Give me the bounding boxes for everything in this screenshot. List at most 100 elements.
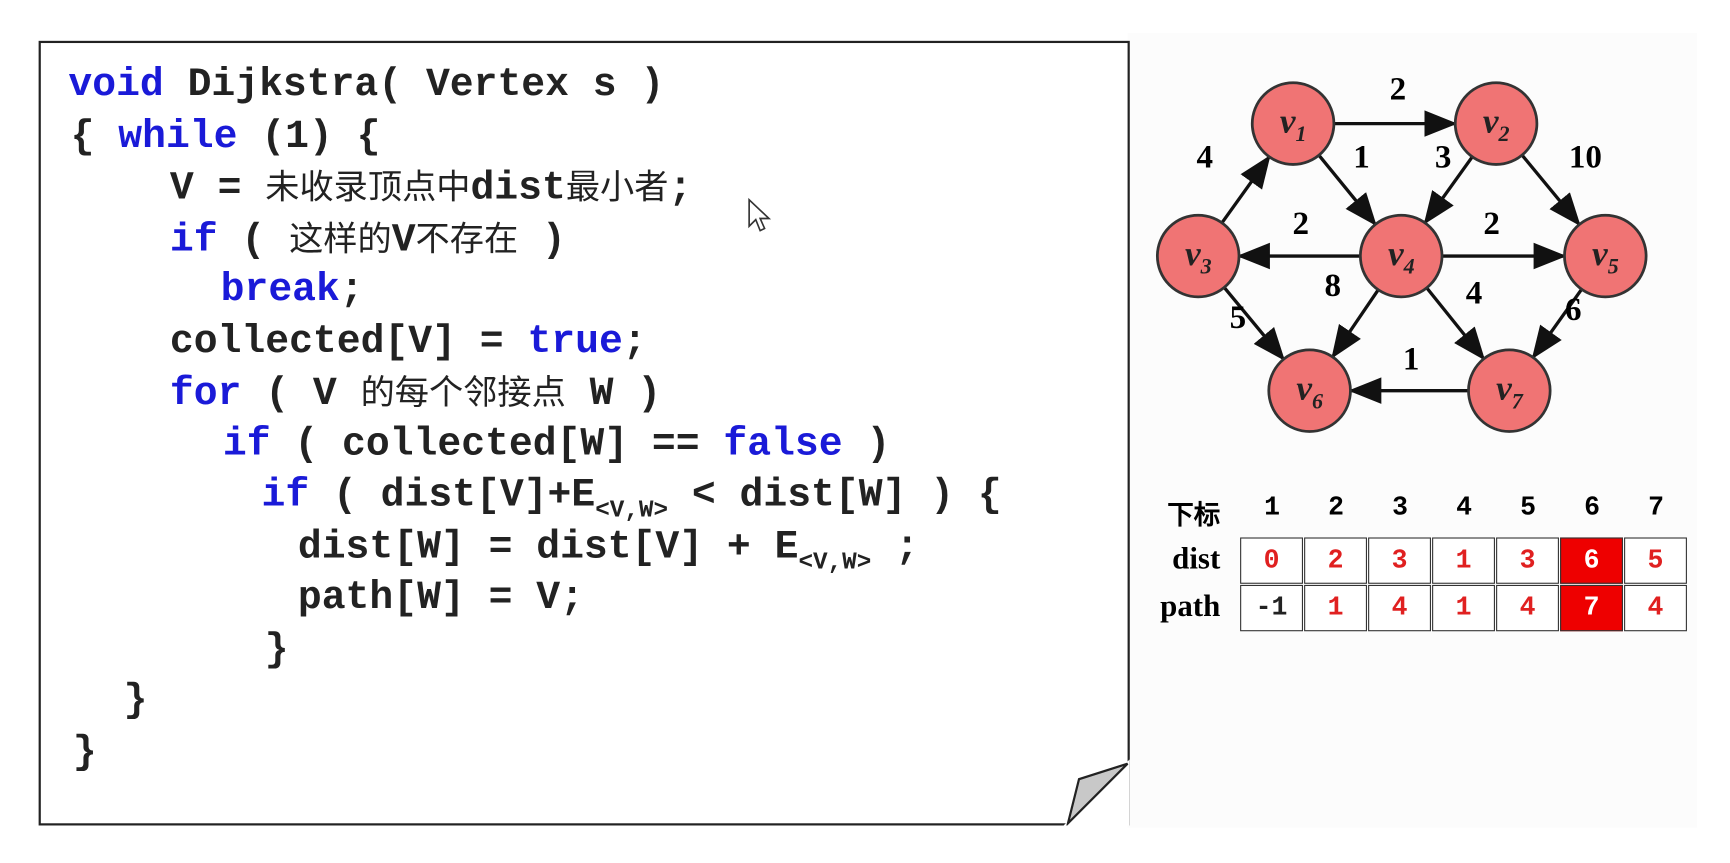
path-cell: -1 (1240, 584, 1303, 632)
path-cell: 4 (1496, 584, 1559, 632)
dist-cell: 5 (1624, 537, 1687, 584)
code-line: V = 未收录顶点中dist最小者; (170, 166, 692, 211)
code-token: ( V (241, 370, 361, 417)
code-token: 未收录顶点中 (265, 167, 471, 208)
code-token: V (391, 216, 416, 263)
index-header: 4 (1456, 493, 1473, 524)
edge-weight: 8 (1325, 268, 1342, 304)
edge-weight: 4 (1197, 140, 1214, 176)
edge-v4-v7 (1425, 286, 1486, 361)
code-line: if ( dist[V]+E<V,W> < dist[W] ) { (261, 473, 1001, 533)
code-token: } (123, 677, 148, 723)
path-cell: 4 (1368, 584, 1431, 632)
code-line: } (73, 729, 97, 774)
dist-cell: 2 (1304, 537, 1367, 584)
code-token: < dist[W] ) { (668, 472, 1002, 518)
vertex-name: v (1185, 234, 1201, 273)
edge-v5-v7 (1531, 288, 1583, 360)
vertex-subscript: 4 (1403, 254, 1415, 279)
vertex-subscript: 2 (1498, 121, 1510, 146)
path-cell: 4 (1624, 584, 1687, 632)
edge-v3-v1 (1220, 154, 1271, 224)
row-label-dist: dist (1172, 541, 1221, 577)
vertex-subscript: 6 (1312, 388, 1324, 413)
right-background (1127, 33, 1697, 828)
code-line: } (265, 627, 289, 671)
code-token: dist (470, 165, 566, 211)
vertex-v7 (1467, 348, 1552, 433)
edge-weight: 1 (1403, 342, 1420, 378)
code-token: ; (668, 165, 693, 211)
vertex-name: v (1496, 368, 1512, 407)
code-token: ; (622, 318, 647, 364)
edge-weight: 5 (1230, 300, 1247, 336)
code-token: (1) { (237, 113, 381, 159)
code-token: ; (339, 267, 364, 313)
code-token: <V,W> (798, 547, 872, 576)
code-keyword: if (169, 216, 218, 263)
code-token: } (264, 626, 289, 672)
dist-cell: 1 (1432, 537, 1495, 584)
code-token: Dijkstra( Vertex s ) (163, 61, 665, 108)
vertex-subscript: 7 (1512, 388, 1524, 413)
code-line: if ( 这样的V不存在 ) (170, 217, 566, 262)
vertex-v2 (1453, 81, 1539, 166)
code-token: ( dist[V]+E (309, 472, 596, 518)
vertex-name: v (1592, 234, 1608, 273)
edge-weight: 4 (1466, 275, 1483, 311)
code-line: if ( collected[W] == false ) (223, 422, 890, 466)
code-line: path[W] = V; (298, 576, 584, 620)
code-line: { while (1) { (71, 114, 381, 158)
edge-weight: 10 (1569, 140, 1602, 176)
edge-weight: 2 (1483, 206, 1500, 242)
code-line: collected[V] = true; (170, 319, 647, 363)
code-token: path[W] = V; (297, 574, 584, 621)
code-token: ( (217, 216, 290, 263)
path-cell: 1 (1304, 584, 1367, 632)
code-token: W ) (565, 370, 662, 417)
mouse-cursor-icon (748, 197, 772, 232)
code-token: 这样的 (289, 219, 392, 259)
code-keyword: while (118, 113, 238, 159)
edge-v1-v4 (1317, 154, 1377, 227)
code-token: <V,W> (595, 496, 669, 525)
dist-cell: 3 (1496, 537, 1559, 584)
edge-weight: 1 (1353, 140, 1370, 176)
code-token: 不存在 (415, 219, 519, 259)
vertex-name: v (1296, 368, 1312, 407)
code-line: } (123, 677, 148, 723)
edge-weight: 2 (1390, 71, 1407, 107)
edge-v2-v4 (1423, 155, 1474, 225)
code-token: ; (871, 523, 919, 569)
code-token: 的每个邻接点 (360, 373, 566, 413)
vertex-v6 (1267, 348, 1352, 433)
code-keyword: false (723, 421, 843, 467)
vertex-subscript: 3 (1200, 254, 1212, 279)
vertex-label: v5 (1592, 234, 1619, 279)
code-token: dist[W] = dist[V] + E (297, 523, 799, 569)
code-token: V = (169, 165, 266, 211)
index-header: 3 (1392, 493, 1409, 524)
code-token: ( collected[W] == (270, 421, 724, 467)
vertex-name: v (1388, 234, 1404, 273)
code-keyword: true (527, 318, 623, 364)
page-curl-icon (1063, 759, 1130, 826)
code-keyword: if (261, 472, 310, 518)
vertex-label: v4 (1388, 234, 1415, 279)
edge-weight: 2 (1293, 206, 1310, 242)
code-panel: void Dijkstra( Vertex s ){ while (1) {V … (38, 40, 1130, 826)
code-token: ) (518, 216, 566, 263)
index-header: 1 (1264, 493, 1281, 524)
vertex-subscript: 1 (1295, 121, 1306, 146)
vertex-v3 (1155, 213, 1241, 299)
dist-cell: 0 (1240, 537, 1303, 584)
edge-weight: 6 (1565, 292, 1582, 328)
vertex-name: v (1483, 101, 1499, 140)
edge-weight: 3 (1435, 140, 1452, 176)
vertex-name: v (1280, 101, 1296, 140)
code-keyword: break (220, 267, 340, 313)
path-cell: 7 (1560, 584, 1623, 632)
vertex-v1 (1250, 81, 1336, 166)
